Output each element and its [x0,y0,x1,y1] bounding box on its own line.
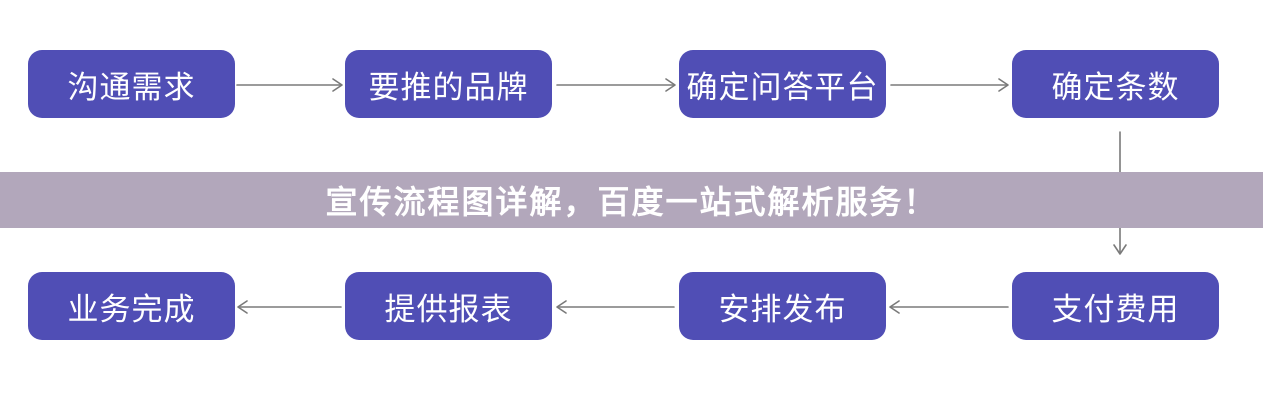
flow-node-label: 沟通需求 [67,69,196,105]
flow-node-label: 确定条数 [1051,69,1180,105]
flow-node-label: 确定问答平台 [686,69,879,105]
flow-node-business-complete: 业务完成 [28,272,235,340]
promo-banner-text: 宣传流程图详解，百度一站式解析服务！ [325,184,938,220]
flow-node-choose-qa-platform: 确定问答平台 [679,50,886,118]
flow-node-label: 支付费用 [1051,291,1180,327]
flow-node-schedule-publish: 安排发布 [679,272,886,340]
flow-node-provide-report: 提供报表 [345,272,552,340]
flow-node-label: 要推的品牌 [368,69,529,105]
flow-node-communicate-needs: 沟通需求 [28,50,235,118]
flow-node-pay-fee: 支付费用 [1012,272,1219,340]
flow-node-label: 业务完成 [67,291,196,327]
flow-node-label: 安排发布 [718,291,847,327]
arrow-left-icon [237,300,342,314]
flow-node-label: 提供报表 [384,291,513,327]
arrow-right-icon [890,78,1009,92]
flow-node-confirm-quantity: 确定条数 [1012,50,1219,118]
flow-node-brand-to-promote: 要推的品牌 [345,50,552,118]
promo-banner: 宣传流程图详解，百度一站式解析服务！ [0,172,1263,228]
arrow-right-icon [236,78,343,92]
arrow-left-icon [889,300,1009,314]
arrow-left-icon [556,300,675,314]
arrow-right-icon [556,78,676,92]
